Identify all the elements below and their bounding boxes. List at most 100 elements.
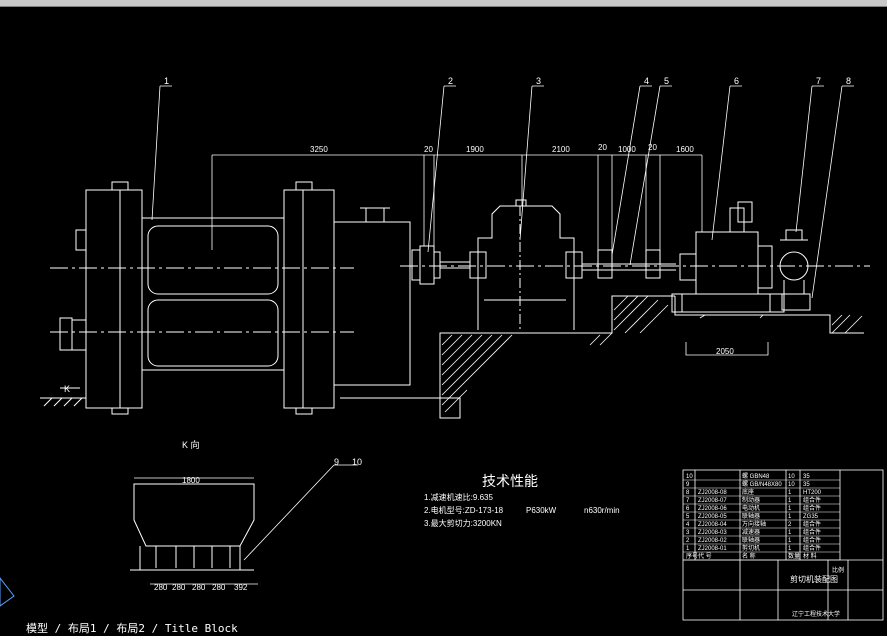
bom-cell-mat: 组合件 [803, 520, 821, 528]
bom-cell-qty: 1 [788, 506, 792, 512]
bom-cell-qty: 1 [788, 538, 792, 544]
bom-cell-qty: 10 [788, 482, 795, 488]
bom-cell-name: 剪切机 [742, 544, 760, 552]
bom-cell-code: ZJ2008-06 [698, 506, 727, 512]
dim-280-d: 280 [212, 583, 226, 592]
bom-cell-qty: 1 [788, 530, 792, 536]
bom-cell-no: 1 [686, 546, 690, 552]
bom-cell-no: 6 [686, 506, 690, 512]
bom-cell-mat: ZG35 [803, 514, 819, 520]
bom-cell-mat: 组合件 [803, 536, 821, 544]
bom-cell-code: ZJ2008-07 [698, 498, 727, 504]
reducer-3[interactable] [469, 199, 583, 330]
bom-cell-code: 代 号 [698, 552, 712, 560]
bom-cell-qty: 1 [788, 514, 792, 520]
bom-cell-qty: 2 [788, 522, 792, 528]
bom-cell-mat: 组合件 [803, 544, 821, 552]
dim-1800: 1800 [182, 476, 200, 485]
dim-20-a: 20 [424, 145, 433, 154]
dim-1600: 1600 [676, 145, 694, 154]
bom-cell-no: 序号 [686, 552, 698, 560]
bom-cell-code: ZJ2008-01 [698, 546, 727, 552]
brake-7[interactable] [779, 229, 811, 311]
bom-cell-no: 8 [686, 490, 690, 496]
dim-2050: 2050 [716, 347, 734, 356]
k-view-detail[interactable] [130, 477, 258, 585]
tech-title: 技术性能 [482, 473, 538, 489]
balloon-9: 9 [334, 457, 339, 467]
bom-cell-name: 万向接轴 [742, 520, 766, 528]
dimension-lines [211, 154, 769, 356]
dim-1900: 1900 [466, 145, 484, 154]
drawing-name: 剪切机装配图 [790, 574, 838, 584]
drive-shaft [582, 263, 676, 271]
bom-cell-no: 5 [686, 514, 690, 520]
bom-cell-name: 螺 GBN48 [742, 472, 770, 480]
bom-cell-qty: 1 [788, 490, 792, 496]
bom-cell-name: 制动器 [742, 496, 760, 504]
bom-cell-qty: 10 [788, 474, 795, 480]
dim-280-c: 280 [192, 583, 206, 592]
bom-cell-no: 4 [686, 522, 690, 528]
bom-cell-mat: 组合件 [803, 496, 821, 504]
balloon-5: 5 [664, 76, 669, 86]
balloon-2: 2 [448, 76, 453, 86]
tech-line-3: 3.最大剪切力:3200KN [424, 518, 502, 528]
shear-machine[interactable] [50, 181, 411, 415]
toolbar-strip [0, 0, 887, 7]
bom-cell-mat: 组合件 [803, 504, 821, 512]
dim-280-a: 280 [154, 583, 168, 592]
view-label-k: K [64, 384, 70, 394]
k-view-title: K 向 [182, 439, 200, 450]
balloon-3: 3 [536, 76, 541, 86]
bom-cell-qty: 数量 [788, 552, 800, 560]
balloon-10: 10 [352, 457, 362, 467]
bom-cell-name: 联轴器 [742, 512, 760, 520]
dim-20-c: 20 [648, 143, 657, 152]
tech-line-2c: n630r/min [584, 506, 620, 515]
bom-cell-code: ZJ2008-04 [698, 522, 727, 528]
dim-280-b: 280 [172, 583, 186, 592]
universal-shaft-4[interactable] [597, 249, 661, 279]
bom-cell-code: ZJ2008-03 [698, 530, 727, 536]
dim-20-b: 20 [598, 143, 607, 152]
foundation-hatch [441, 295, 863, 413]
balloon-1: 1 [164, 76, 169, 86]
scale-label: 比例 [832, 566, 844, 574]
bom-cell-mat: HT200 [803, 490, 822, 496]
bom-cell-no: 2 [686, 538, 690, 544]
bom-cell-name: 名 称 [742, 552, 756, 560]
ucs-icon [0, 577, 15, 607]
bom-cell-mat: 组合件 [803, 528, 821, 536]
balloon-6: 6 [734, 76, 739, 86]
bom-cell-no: 9 [686, 482, 690, 488]
motor-6[interactable] [671, 201, 785, 313]
bom-cell-no: 3 [686, 530, 690, 536]
bom-cell-no: 10 [686, 474, 693, 480]
bom-cell-code: ZJ2008-08 [698, 490, 727, 496]
bom-cell-mat: 35 [803, 474, 810, 480]
bom-cell-no: 7 [686, 498, 690, 504]
balloon-8: 8 [846, 76, 851, 86]
ground-hatch-left [43, 397, 83, 407]
bom-cell-mat: 35 [803, 482, 810, 488]
bom-cell-name: 减速器 [742, 528, 760, 536]
layout-tabs[interactable]: 模型 / 布局1 / 布局2 / Title Block [26, 622, 238, 635]
bom-cell-qty: 1 [788, 498, 792, 504]
dim-1000: 1000 [618, 145, 636, 154]
tech-line-1: 1.减速机速比:9.635 [424, 492, 493, 502]
coupling-2[interactable] [411, 245, 470, 285]
school-name: 辽宁工程技术大学 [792, 610, 840, 618]
tech-line-2b: P630kW [526, 506, 557, 515]
bom-cell-mat: 材 料 [803, 552, 817, 560]
dim-3250: 3250 [310, 145, 328, 154]
bom-cell-qty: 1 [788, 546, 792, 552]
bom-cell-code: ZJ2008-02 [698, 538, 727, 544]
tech-line-2a: 2.电机型号:ZD-173-18 [424, 505, 504, 515]
dim-392: 392 [234, 583, 248, 592]
bom-cell-name: 电动机 [742, 504, 760, 512]
bom-cell-name: 底座 [742, 488, 754, 496]
bom-cell-code: ZJ2008-05 [698, 514, 727, 520]
balloon-4: 4 [644, 76, 649, 86]
